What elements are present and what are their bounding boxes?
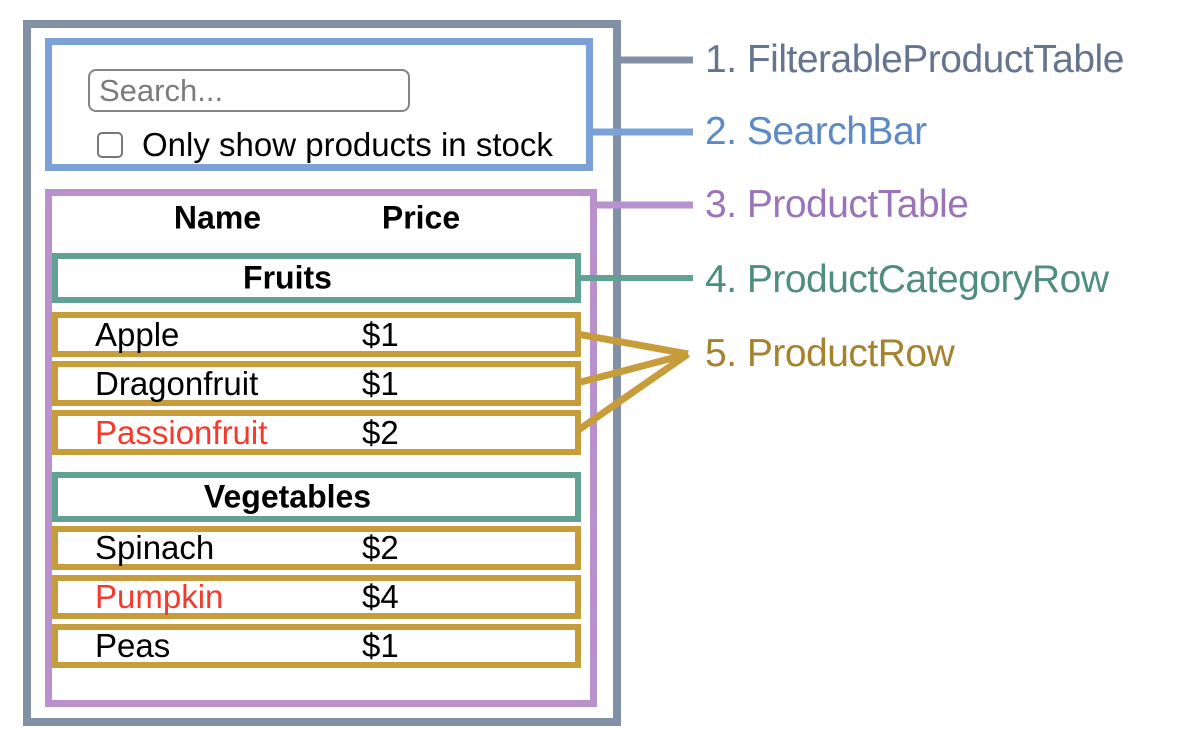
product-price: $2 [362, 529, 399, 566]
product-price: $4 [362, 578, 399, 615]
product-name: Passionfruit [95, 413, 268, 451]
product-name: Apple [95, 315, 180, 353]
legend-item-product-row: 5. ProductRow [705, 332, 955, 375]
product-price: $1 [362, 364, 399, 402]
product-name: Peas [95, 627, 171, 664]
product-name: Pumpkin [95, 578, 224, 615]
product-row-pumpkin: Pumpkin $4 [52, 575, 581, 619]
product-row-peas: Peas $1 [52, 624, 581, 668]
product-row-passionfruit: Passionfruit $2 [52, 410, 581, 455]
product-row-dragonfruit: Dragonfruit $1 [52, 361, 581, 406]
column-header-price: Price [381, 199, 461, 236]
product-name: Spinach [95, 529, 215, 566]
product-row-apple: Apple $1 [52, 312, 581, 357]
legend-item-product-table: 3. ProductTable [705, 183, 969, 226]
product-price: $2 [362, 413, 399, 451]
column-header-name: Name [173, 199, 262, 236]
legend-item-filterable-product-table: 1. FilterableProductTable [705, 38, 1124, 81]
product-price: $1 [362, 315, 399, 353]
product-category-row-fruits: Fruits [52, 253, 581, 303]
search-input[interactable] [88, 69, 410, 112]
category-label: Fruits [243, 259, 332, 296]
legend-item-product-category-row: 4. ProductCategoryRow [705, 258, 1109, 301]
product-category-row-vegetables: Vegetables [52, 472, 581, 522]
category-label: Vegetables [203, 478, 372, 515]
product-name: Dragonfruit [95, 364, 259, 402]
in-stock-checkbox-label: Only show products in stock [142, 126, 553, 163]
product-row-spinach: Spinach $2 [52, 526, 581, 570]
in-stock-checkbox[interactable] [97, 132, 123, 158]
product-price: $1 [362, 627, 399, 664]
legend-item-search-bar: 2. SearchBar [705, 110, 927, 153]
